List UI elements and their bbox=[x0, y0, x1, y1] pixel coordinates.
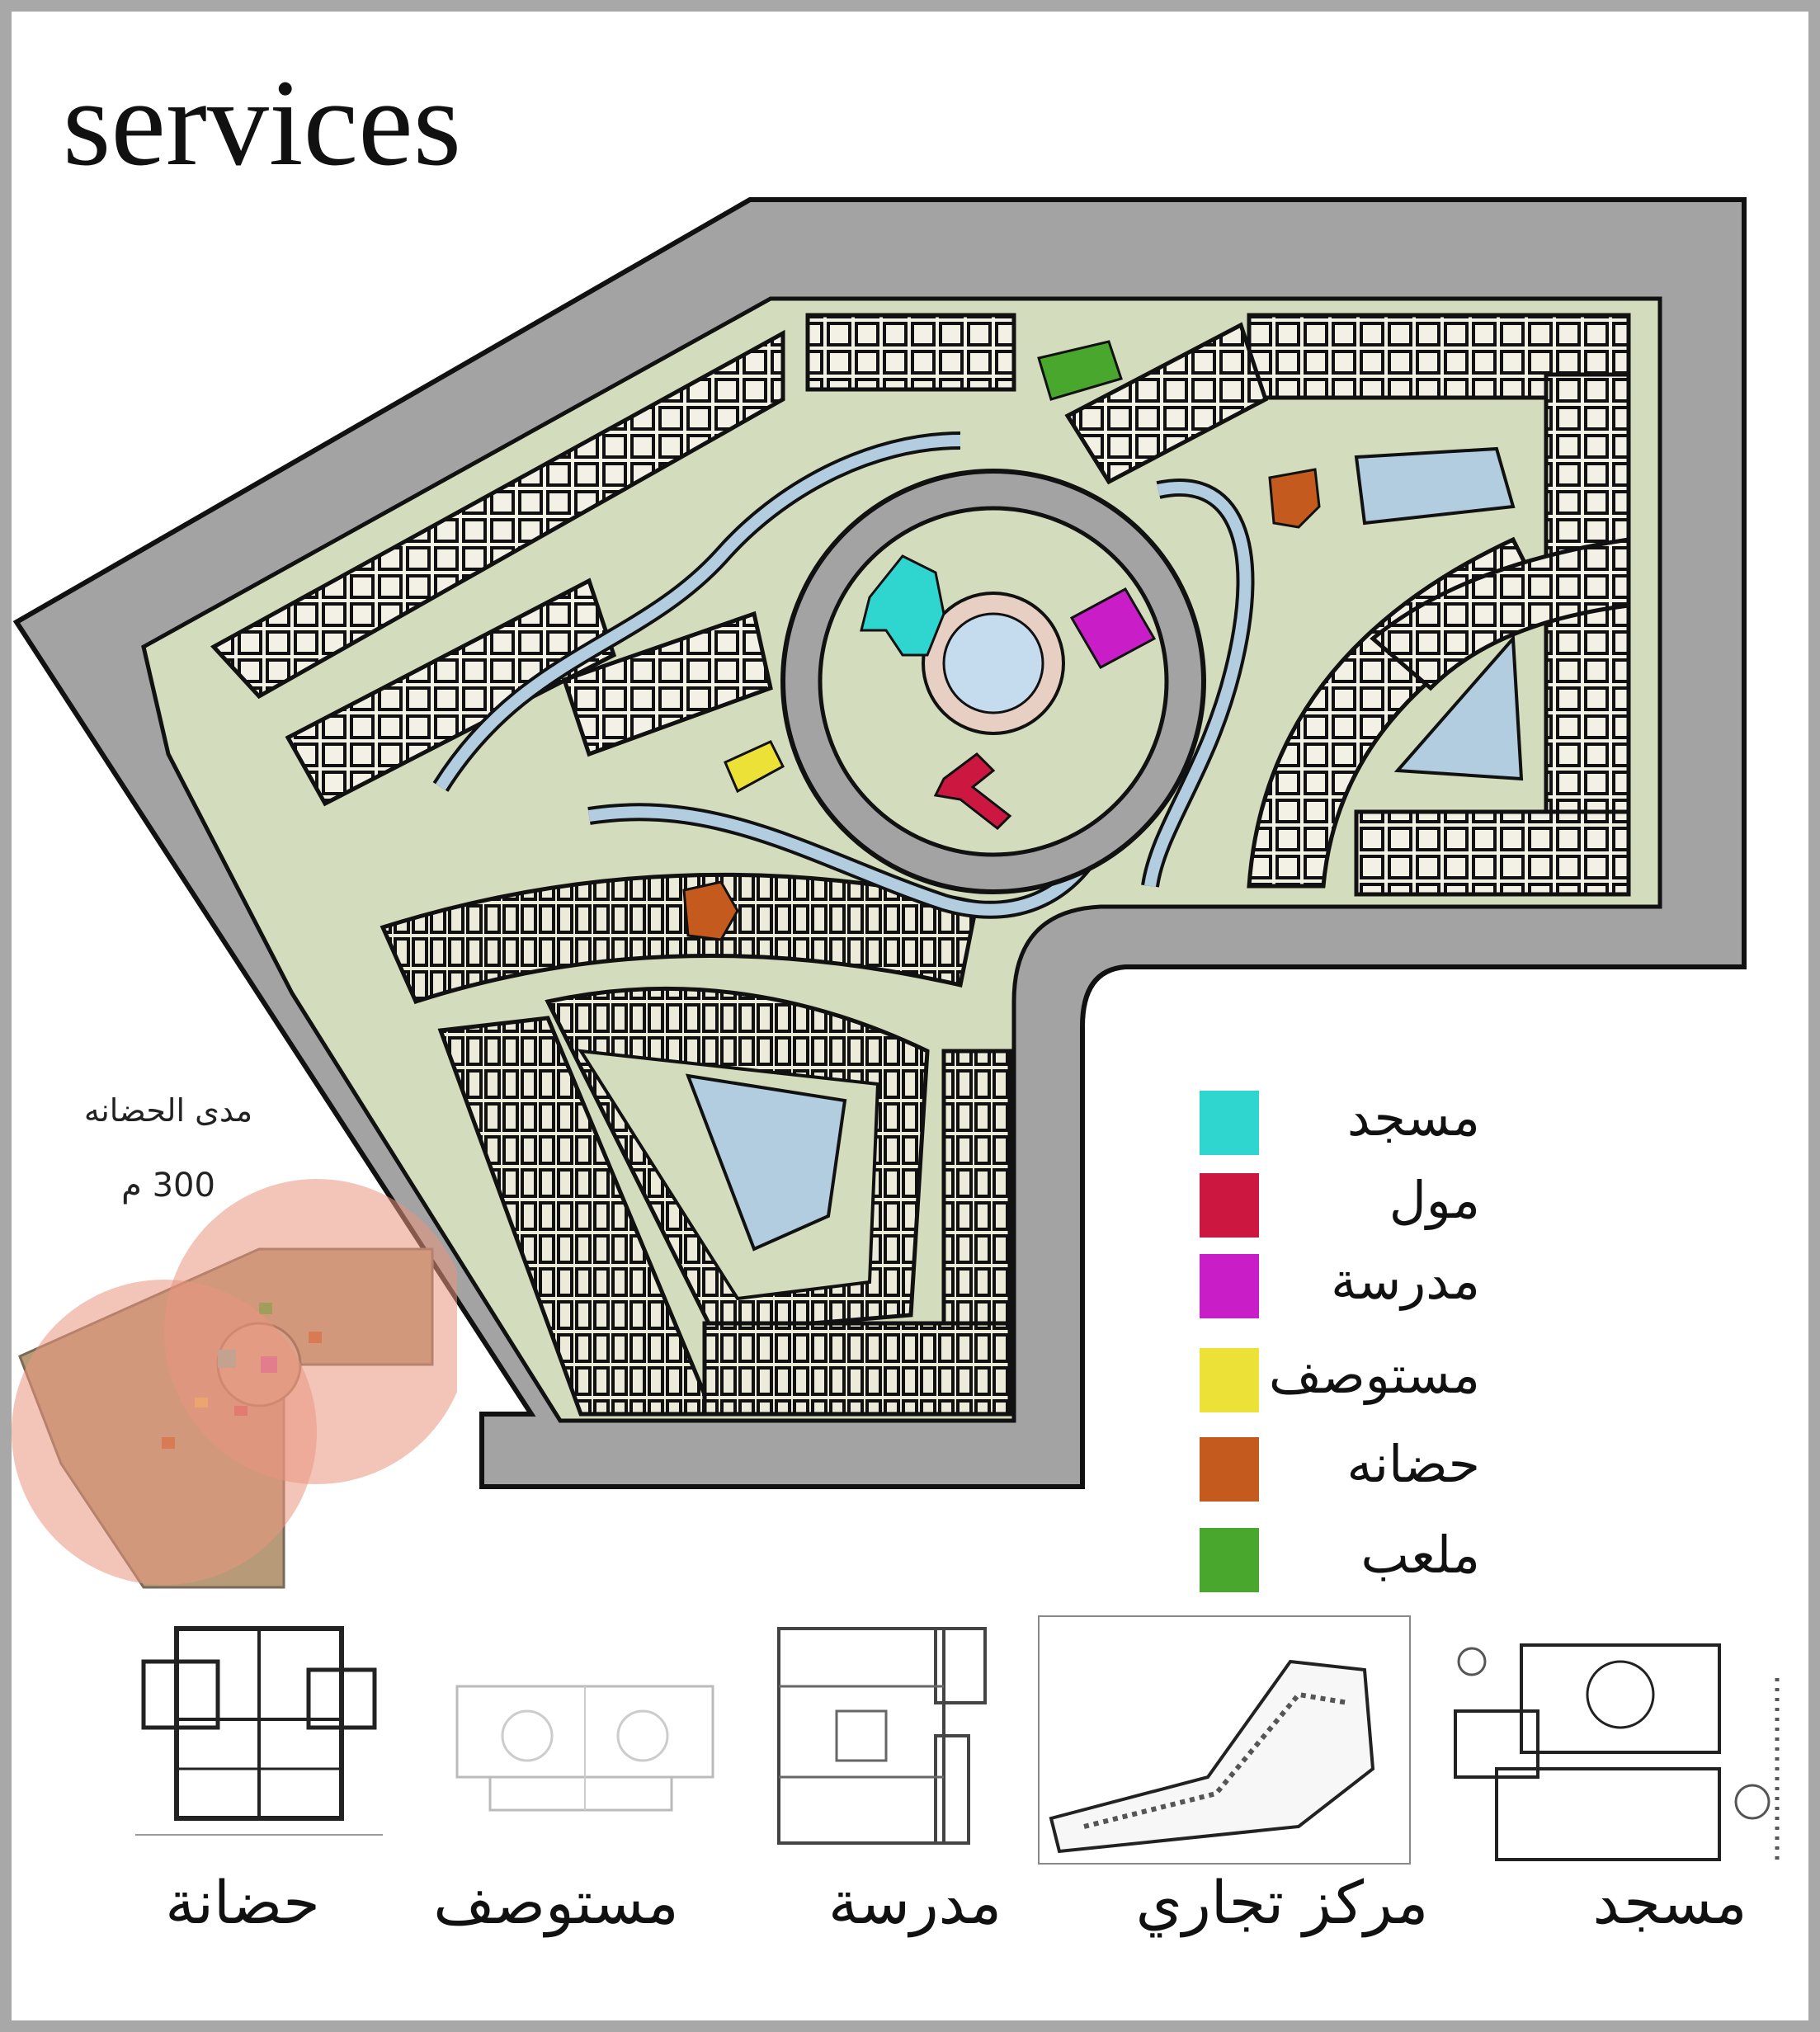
nursery-range-circle bbox=[164, 1179, 457, 1484]
clinic-plan-thumbnail bbox=[441, 1612, 721, 1860]
legend-swatch bbox=[1200, 1437, 1259, 1502]
legend-item-clinic: مستوصف bbox=[1200, 1345, 1480, 1414]
legend-label: مستوصف bbox=[1268, 1345, 1480, 1405]
canal-northwest bbox=[436, 435, 961, 790]
nursery-building-east bbox=[1268, 468, 1321, 529]
mosque-plan-thumbnail bbox=[1422, 1612, 1802, 1876]
legend-swatch bbox=[1200, 1173, 1259, 1238]
legend-item-mosque: مسجد bbox=[1200, 1087, 1480, 1157]
mall-plan-thumbnail bbox=[1035, 1612, 1414, 1868]
nursery-range-label: مدى الحضانه bbox=[83, 1092, 253, 1129]
south-lake bbox=[685, 1073, 847, 1252]
nursery-range-distance: 300 م bbox=[121, 1167, 215, 1205]
presentation-board: services bbox=[12, 12, 1808, 2020]
nursery-range-diagram bbox=[12, 1179, 457, 1589]
block-north-cluster bbox=[1064, 322, 1269, 485]
legend-swatch bbox=[1200, 1528, 1259, 1592]
board-title: services bbox=[63, 54, 462, 191]
site-plan bbox=[12, 197, 1747, 1589]
mosque-building bbox=[860, 554, 945, 657]
legend-item-school: مدرسة bbox=[1200, 1251, 1480, 1320]
canal-east bbox=[1144, 481, 1252, 888]
legend-label: ملعب bbox=[1360, 1525, 1480, 1585]
legend-item-playground: ملعب bbox=[1200, 1525, 1480, 1594]
nursery-building-south bbox=[682, 880, 739, 941]
legend-item-mall: مول bbox=[1200, 1170, 1480, 1239]
school-building bbox=[1069, 587, 1157, 670]
mall-building bbox=[933, 752, 1012, 830]
nursery-plan-thumbnail bbox=[119, 1612, 399, 1860]
block-east-arc-inner bbox=[1370, 537, 1631, 691]
legend-swatch bbox=[1200, 1254, 1259, 1318]
school-plan-thumbnail bbox=[771, 1612, 1002, 1860]
legend-label: حضانه bbox=[1346, 1434, 1480, 1494]
block-south-arc bbox=[380, 872, 979, 1005]
block-west-band bbox=[285, 578, 617, 807]
northeast-lake bbox=[1354, 446, 1516, 526]
legend-label: مول bbox=[1389, 1170, 1480, 1230]
central-fountain bbox=[942, 612, 1044, 714]
legend-swatch bbox=[1200, 1348, 1259, 1412]
block-north-row bbox=[805, 313, 1016, 392]
block-northwest bbox=[210, 329, 785, 700]
example-label-mosque: مسجد bbox=[1592, 1868, 1747, 1937]
clinic-building bbox=[724, 740, 785, 794]
example-label-school: مدرسة bbox=[827, 1868, 1002, 1937]
legend-label: مسجد bbox=[1346, 1087, 1480, 1148]
playground bbox=[1037, 340, 1123, 401]
block-east-bottom-row bbox=[1354, 809, 1631, 897]
legend-label: مدرسة bbox=[1331, 1251, 1480, 1311]
example-label-mall: مركز تجاري bbox=[1135, 1868, 1429, 1937]
east-lake bbox=[1393, 634, 1524, 781]
block-south-row bbox=[702, 1321, 1012, 1417]
example-label-clinic: مستوصف bbox=[433, 1868, 679, 1937]
legend-item-nursery: حضانه bbox=[1200, 1434, 1480, 1503]
block-center-west-row bbox=[561, 611, 773, 757]
example-label-nursery: حضانة bbox=[165, 1868, 320, 1937]
legend-swatch bbox=[1200, 1091, 1259, 1155]
